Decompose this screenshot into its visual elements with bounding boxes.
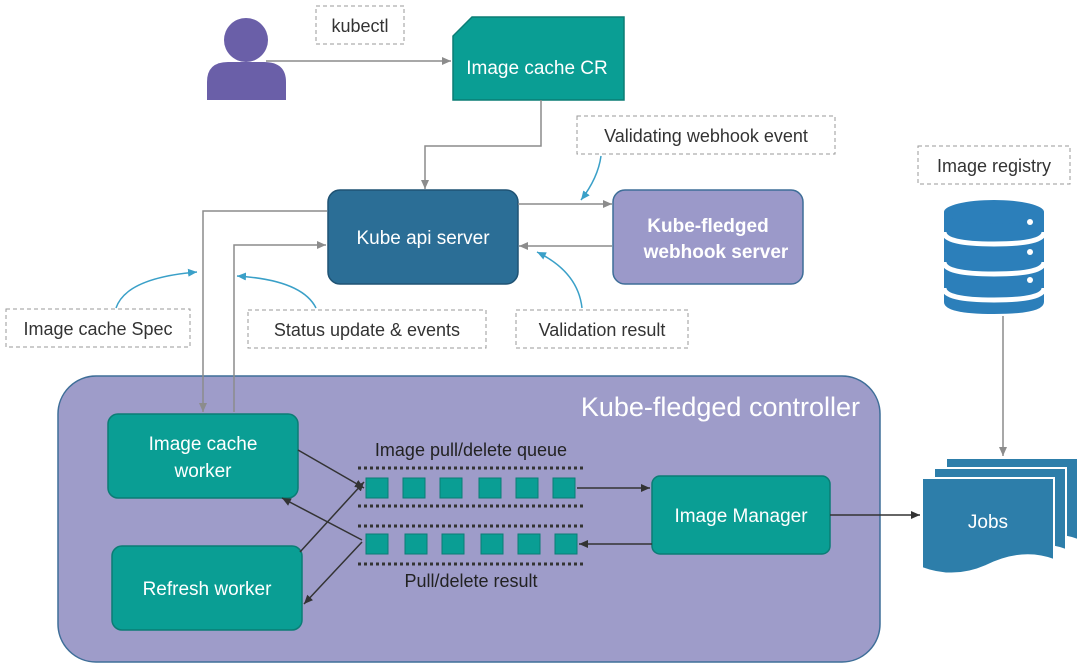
pull-delete-result-label: Pull/delete result	[404, 571, 537, 591]
kubectl-label-box	[315, 5, 405, 45]
refresh-worker-box	[111, 545, 303, 631]
refresh-worker-label: Refresh worker	[143, 579, 272, 600]
image-cache-worker-label-line2: worker	[173, 461, 232, 482]
pull-delete-result-queue	[358, 524, 583, 566]
kubectl-label: kubectl	[331, 16, 388, 36]
webhook-server-box	[612, 189, 804, 285]
image-cache-spec-label: Image cache Spec	[23, 319, 172, 339]
image-cache-cr-label: Image cache CR	[466, 58, 608, 79]
validating-webhook-event-label: Validating webhook event	[604, 126, 808, 146]
arrow-refresh-to-queue	[299, 481, 365, 553]
user-icon	[207, 18, 286, 100]
hook-validation-result	[536, 251, 583, 309]
pull-delete-queue-label: Image pull/delete queue	[375, 440, 567, 460]
validation-result-label: Validation result	[539, 320, 666, 340]
hook-validating-event	[580, 155, 602, 201]
documents-icon	[921, 457, 1079, 575]
status-update-box	[247, 309, 487, 349]
arrow-worker-to-api	[233, 241, 326, 412]
kube-api-server-label: Kube api server	[356, 228, 490, 249]
controller-title: Kube-fledged controller	[581, 392, 860, 422]
pull-delete-queue	[358, 466, 583, 508]
image-registry-box	[917, 145, 1071, 185]
webhook-server-label-line2: webhook server	[643, 242, 789, 263]
hook-status-update	[236, 272, 317, 309]
image-manager-label: Image Manager	[674, 506, 808, 527]
arrow-api-to-worker	[199, 210, 327, 412]
validation-result-box	[515, 309, 689, 349]
image-cache-cr-box	[452, 16, 625, 101]
arrow-result-to-refresh	[303, 541, 363, 605]
jobs-label: Jobs	[968, 512, 1008, 533]
image-registry-label: Image registry	[937, 156, 1051, 176]
arrow-worker-to-queue	[297, 449, 365, 489]
status-update-label: Status update & events	[274, 320, 460, 340]
arrow-result-to-worker	[281, 497, 363, 541]
kube-api-server-box	[327, 189, 519, 285]
hook-image-cache-spec	[115, 268, 198, 309]
image-cache-worker-label-line1: Image cache	[149, 434, 258, 455]
database-icon	[941, 200, 1047, 314]
arrow-cr-to-api	[421, 100, 542, 189]
image-cache-worker-box	[107, 413, 299, 499]
webhook-server-label-line1: Kube-fledged	[647, 216, 768, 237]
validating-webhook-event-box	[576, 115, 836, 155]
image-cache-spec-box	[5, 308, 191, 348]
